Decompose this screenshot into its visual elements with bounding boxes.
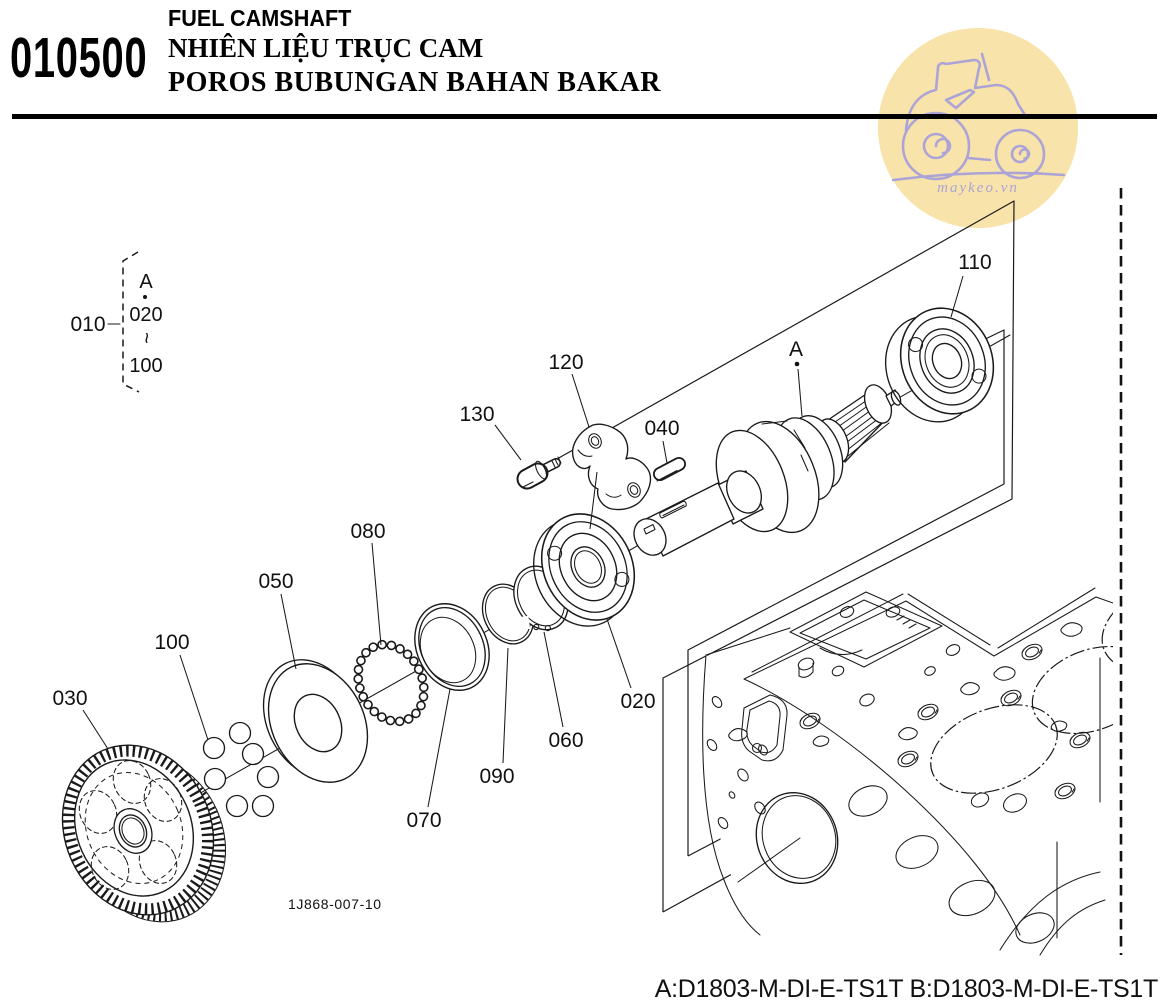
header: 010500 FUEL CAMSHAFT NHIÊN LIỆU TRỤC CAM… bbox=[0, 0, 1163, 125]
washer-050 bbox=[262, 659, 369, 783]
ref-a-label: A bbox=[789, 338, 803, 361]
face-holes bbox=[706, 696, 768, 829]
ref-marker-a: A bbox=[789, 338, 803, 417]
engine-block bbox=[702, 584, 1113, 956]
drawing-code: 1J868-007-10 bbox=[288, 896, 382, 912]
callout-050: 050 bbox=[258, 570, 293, 593]
footer-models: A:D1803-M-DI-E-TS1T B:D1803-M-DI-E-TS1T bbox=[655, 975, 1158, 1003]
callout-060: 060 bbox=[548, 729, 583, 752]
callout-120: 120 bbox=[548, 351, 583, 374]
tractor-icon bbox=[891, 52, 1066, 182]
key-040 bbox=[653, 457, 686, 482]
threaded-holes bbox=[799, 643, 1091, 800]
gear-lightening-holes bbox=[78, 760, 183, 890]
callout-080: 080 bbox=[350, 520, 385, 543]
legend-from: 020 bbox=[129, 304, 162, 326]
ring-070 bbox=[414, 603, 490, 691]
bolt-130 bbox=[516, 456, 562, 490]
callout-030: 030 bbox=[52, 687, 87, 710]
camshaft bbox=[633, 384, 902, 557]
legend-group-label: 010 bbox=[70, 313, 105, 336]
legend-letter: A bbox=[139, 271, 153, 293]
ball-cage-080 bbox=[353, 639, 429, 727]
bearing-110 bbox=[884, 307, 995, 423]
deck-holes bbox=[831, 606, 1027, 813]
watermark-site-label: maykeo.vn bbox=[937, 180, 1019, 196]
legend-tilde: ~ bbox=[135, 332, 157, 344]
callout-100: 100 bbox=[154, 631, 189, 654]
title-indonesian: POROS BUBUNGAN BAHAN BAKAR bbox=[168, 67, 661, 98]
callout-070: 070 bbox=[406, 809, 441, 832]
callout-130: 130 bbox=[459, 403, 494, 426]
bearing-020 bbox=[533, 513, 636, 627]
callout-040: 040 bbox=[644, 417, 679, 440]
callout-020: 020 bbox=[620, 690, 655, 713]
legend-010-group: 010 A 020 ~ 100 bbox=[70, 251, 163, 393]
water-passages bbox=[728, 622, 1083, 747]
retainer-120 bbox=[572, 423, 652, 530]
section-code: 010500 bbox=[10, 26, 148, 90]
lower-band-holes bbox=[848, 785, 1055, 944]
title-english: FUEL CAMSHAFT bbox=[168, 5, 352, 31]
callout-110: 110 bbox=[958, 251, 991, 274]
callouts: 110 120 130 040 080 050 100 030 020 060 … bbox=[52, 251, 991, 832]
header-rule bbox=[12, 114, 1157, 119]
balls-100 bbox=[202, 721, 280, 818]
watermark: maykeo.vn bbox=[878, 28, 1078, 228]
legend-to: 100 bbox=[129, 355, 162, 377]
gear-030 bbox=[61, 744, 227, 923]
callout-090: 090 bbox=[479, 765, 514, 788]
title-vietnamese: NHIÊN LIỆU TRỤC CAM bbox=[168, 33, 484, 63]
